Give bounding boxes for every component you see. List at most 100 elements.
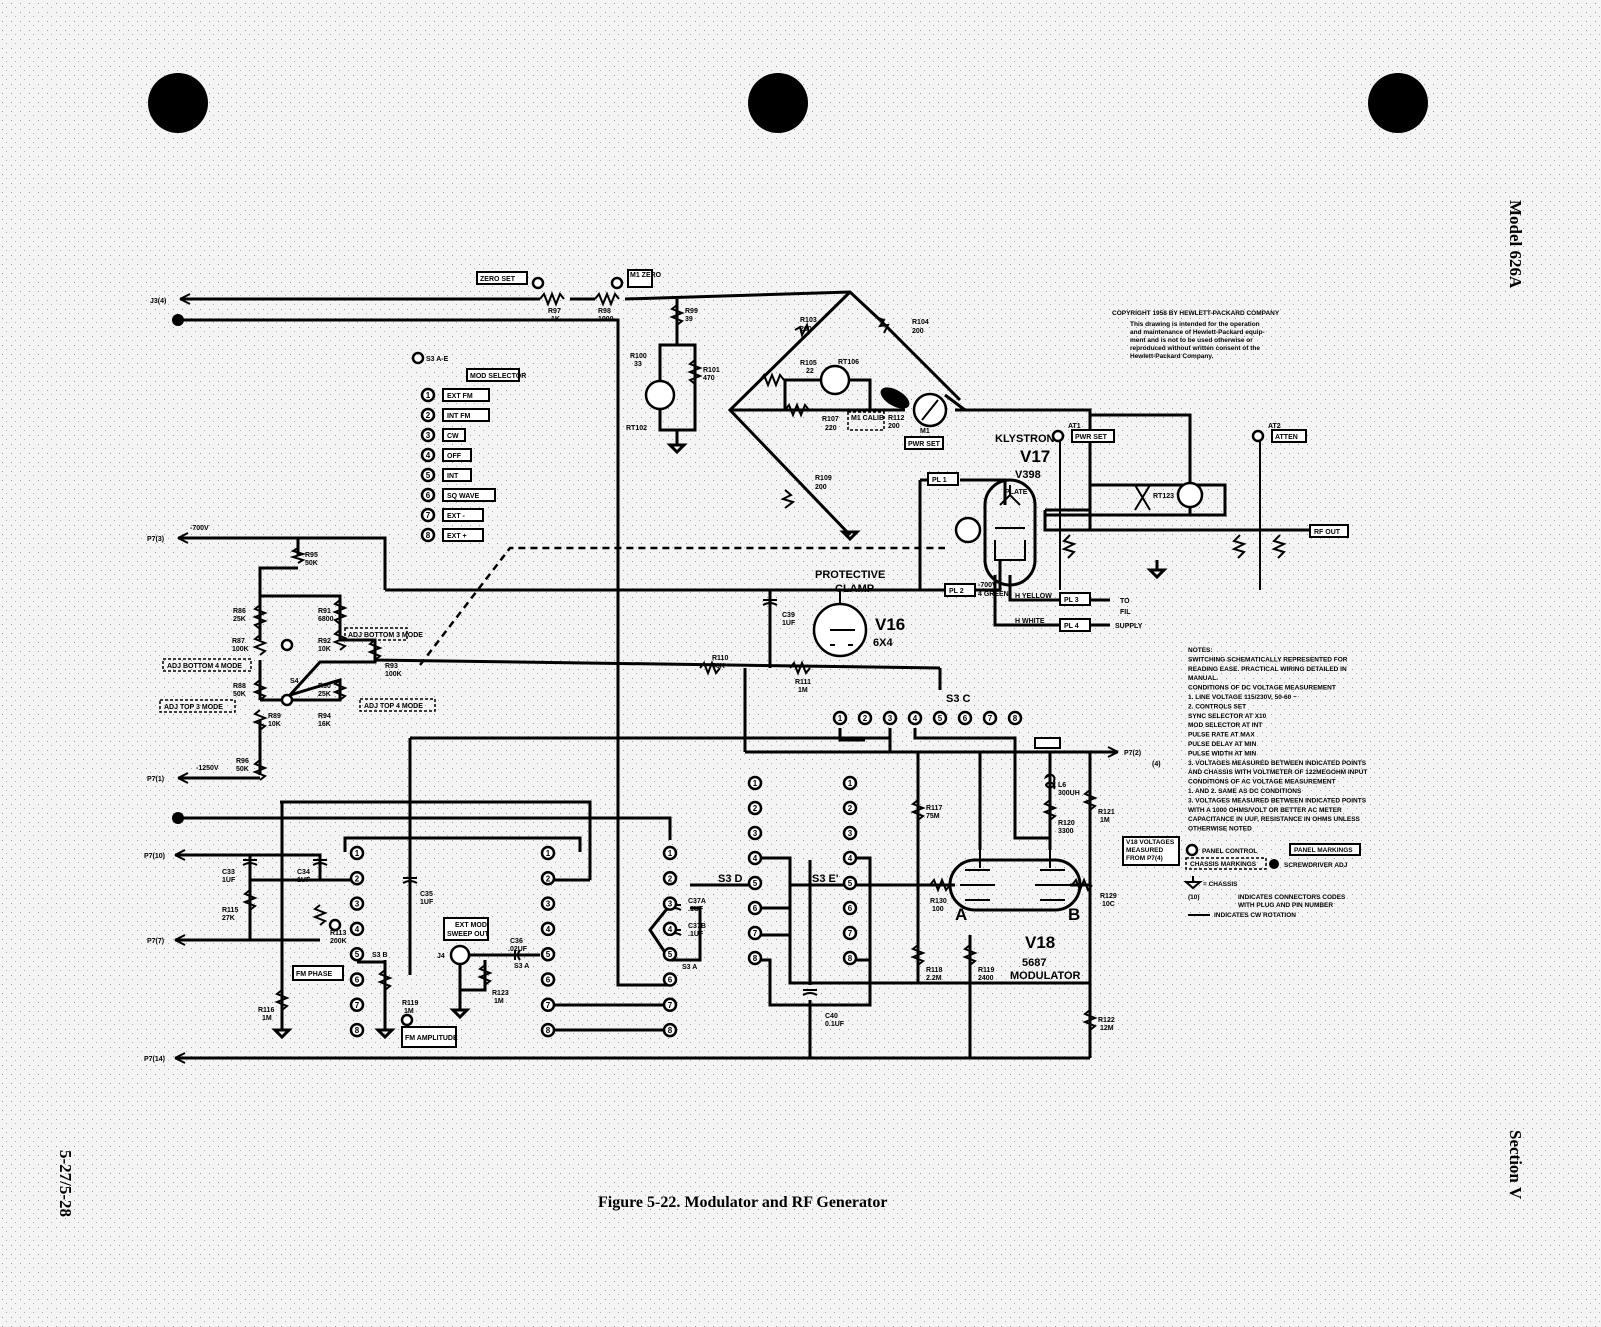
s3e-contact — [842, 900, 858, 916]
s3d-contact — [662, 871, 678, 886]
label-plate: PLATE — [1005, 489, 1028, 496]
contact-number: 7 — [668, 1001, 673, 1010]
label-fm-amplitude: FM AMPLITUDE — [405, 1035, 458, 1042]
label-l6: L6 — [1058, 782, 1066, 789]
contact-number: 7 — [753, 929, 758, 938]
s3-contact — [540, 871, 556, 886]
note-line: 2. CONTROLS SET — [1188, 703, 1246, 710]
label-minus-700v: -700V — [190, 525, 209, 532]
position-label: INT FM — [447, 413, 470, 420]
legend-chassis-markings: CHASSIS MARKINGS — [1190, 861, 1257, 868]
note-line: WITH A 1000 OHMS/VOLT OR BETTER AC METER — [1188, 807, 1342, 814]
fm-amplitude-control[interactable] — [400, 1013, 414, 1027]
punch-hole — [748, 73, 808, 133]
note-line: CONDITIONS OF DC VOLTAGE MEASUREMENT — [1188, 685, 1336, 692]
at1-control[interactable] — [1051, 429, 1065, 443]
label-v398: V398 — [1015, 469, 1041, 481]
label-c40: C40 — [825, 1013, 838, 1020]
label-rf-out: RF OUT — [1314, 529, 1341, 536]
s3e-contact — [842, 950, 858, 966]
contact-number: 5 — [938, 714, 943, 723]
copyright-line: and maintenance of Hewlett-Packard equip… — [1130, 329, 1265, 336]
label-r109: R109 — [815, 475, 832, 482]
s3e-contact — [842, 875, 858, 891]
label-r110-value: 56K — [712, 663, 725, 670]
label-at2: AT2 — [1268, 423, 1281, 430]
marking-boxes — [159, 269, 1349, 1048]
klystron-tube — [954, 478, 1037, 587]
s3b-contact — [349, 871, 365, 886]
thermistor-rt102 — [644, 379, 676, 411]
s3d-inner-contact — [747, 800, 763, 816]
contact-number: 8 — [1013, 714, 1018, 723]
contact-number: 3 — [848, 829, 853, 838]
at2-control[interactable] — [1251, 429, 1265, 443]
position-number-circle — [420, 407, 436, 423]
label-r92-value: 10K — [318, 646, 331, 653]
label-green: 4 GREEN — [978, 591, 1009, 598]
s3-contact — [540, 946, 556, 962]
s3-contact — [540, 845, 556, 861]
label-adj-bottom-3-mode: ADJ BOTTOM 3 MODE — [348, 632, 423, 639]
contact-number: 3 — [668, 900, 673, 909]
label-r91: R91 — [318, 608, 331, 615]
copyright-notice: COPYRIGHT 1958 BY HEWLETT-PACKARD COMPAN… — [1112, 310, 1280, 360]
label-pl3: PL 3 — [1064, 597, 1079, 604]
s3c-contact — [957, 710, 973, 726]
label-r94: R94 — [318, 713, 331, 720]
m1-zero-control[interactable] — [610, 276, 624, 290]
zero-set-control[interactable] — [531, 276, 545, 290]
label-r111-value: 1M — [798, 687, 808, 694]
legend-connector-symbol: (10) — [1188, 894, 1200, 901]
label-pwr-set-at1: PWR SET — [1075, 434, 1108, 441]
label-r105-value: 22 — [806, 368, 814, 375]
s3-control[interactable] — [411, 351, 425, 365]
label-r87-value: 100K — [232, 646, 249, 653]
copyright-line: reproduced without written consent of th… — [1130, 345, 1260, 352]
label-r90: R90 — [318, 683, 331, 690]
contact-number: 7 — [355, 1001, 360, 1010]
note-line: PULSE DELAY AT MIN — [1188, 741, 1257, 748]
label-modulator: MODULATOR — [1010, 970, 1081, 982]
label-j4: J4 — [437, 953, 445, 960]
position-label: OFF — [447, 453, 462, 460]
s3d-inner-contact — [747, 950, 763, 966]
contact-number: 1 — [668, 849, 673, 858]
contact-number: 4 — [753, 854, 758, 863]
label-r103-value: 200 — [800, 326, 812, 333]
label-r104: R104 — [912, 319, 929, 326]
j4-connector[interactable] — [449, 944, 471, 966]
label-r107: R107 — [822, 416, 839, 423]
symbol-legend: PANEL CONTROL PANEL MARKINGS CHASSIS MAR… — [1183, 843, 1361, 919]
s3e-contact — [842, 775, 858, 791]
label-r99-value: 39 — [685, 316, 693, 323]
label-r113: R113 — [330, 930, 346, 937]
label-v18: V18 — [1025, 933, 1055, 952]
label-protective: PROTECTIVE — [815, 569, 885, 581]
s3c-contact — [857, 710, 873, 726]
label-r90-value: 25K — [318, 691, 331, 698]
label-c37a-value: .1UF — [688, 906, 704, 913]
fm-phase-control[interactable] — [328, 918, 342, 932]
label-atten: ATTEN — [1275, 434, 1298, 441]
label-r95: R95 — [305, 552, 318, 559]
position-label: SQ WAVE — [447, 493, 479, 500]
label-c37a: C37A — [688, 898, 706, 905]
s3b-contact — [349, 997, 365, 1013]
label-r116-value: 1M — [262, 1015, 272, 1022]
contact-number: 1 — [838, 714, 843, 723]
s3d-contact — [662, 972, 678, 987]
thermistor-rt123 — [1176, 481, 1204, 509]
label-r100: R100 — [630, 353, 647, 360]
label-clamp: CLAMP — [835, 583, 874, 595]
s3c-contact — [907, 710, 923, 726]
position-number: 3 — [426, 431, 431, 440]
label-c37b: C37B — [688, 923, 706, 930]
label-r104-value: 200 — [912, 328, 924, 335]
label-r93: R93 — [385, 663, 398, 670]
label-r120-value: 3300 — [1058, 828, 1074, 835]
label-c36-value: .02UF — [508, 946, 528, 953]
label-r101: R101 — [703, 367, 720, 374]
